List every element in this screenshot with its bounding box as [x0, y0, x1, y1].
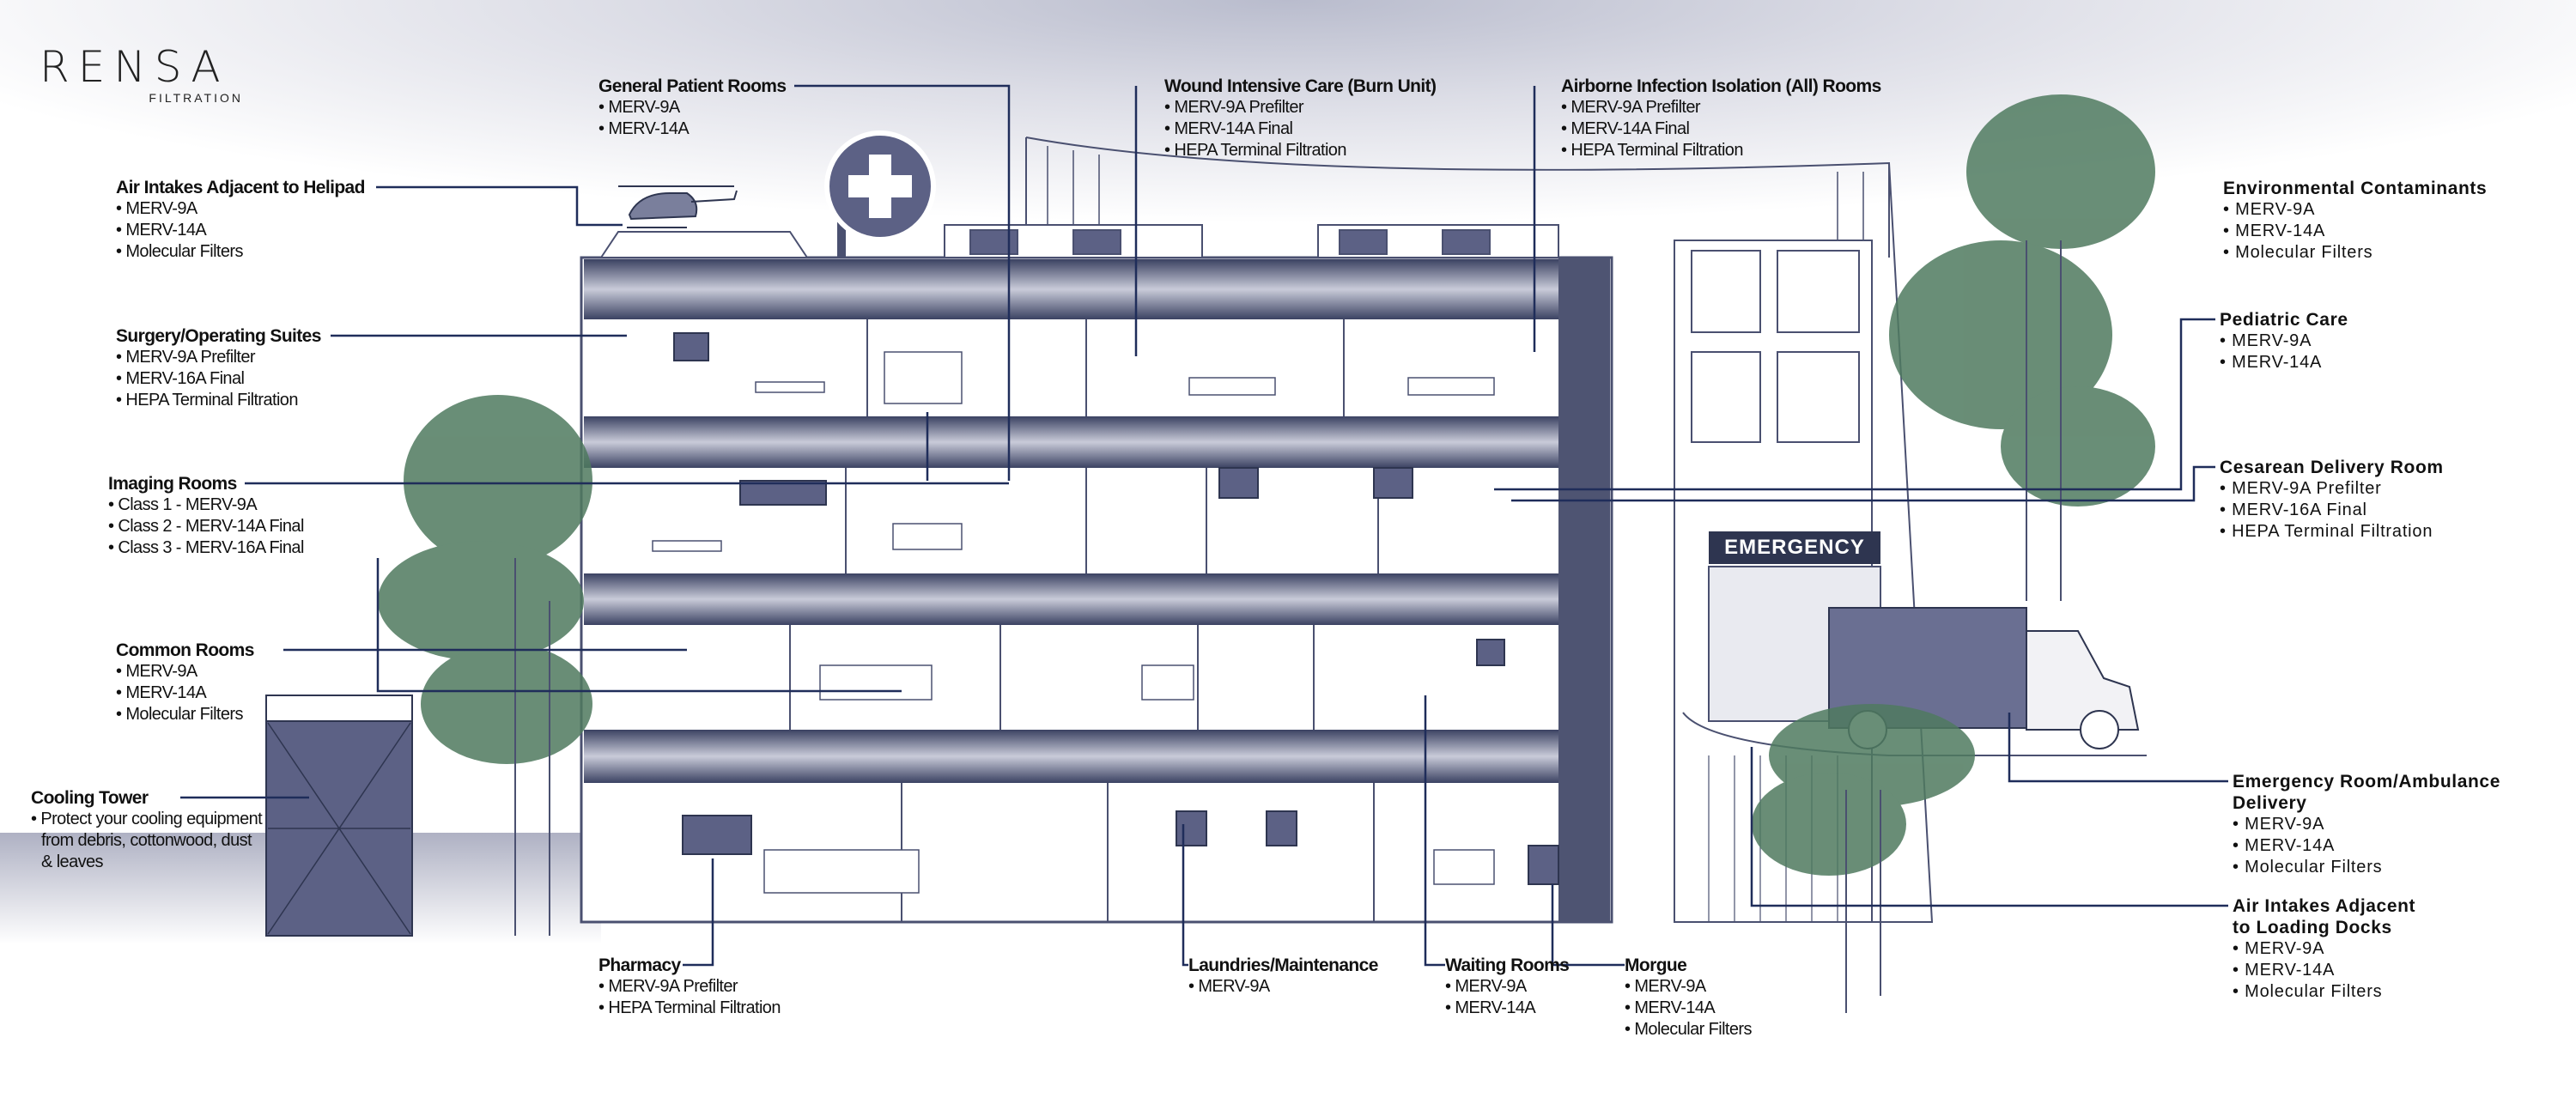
filter-item: Class 3 - MERV-16A Final [108, 537, 304, 559]
room-partitions [789, 319, 1379, 922]
callout-common-rooms: Common RoomsMERV-9AMERV-14AMolecular Fil… [116, 640, 254, 725]
filter-item: HEPA Terminal Filtration [1164, 140, 1436, 161]
callout-imaging-rooms: Imaging RoomsClass 1 - MERV-9AClass 2 - … [108, 473, 304, 559]
emergency-sign: EMERGENCY [1709, 531, 1880, 564]
callout-cesarean-delivery: Cesarean Delivery RoomMERV-9A PrefilterM… [2220, 457, 2444, 543]
callout-title: Environmental Contaminants [2223, 179, 2488, 198]
furniture [652, 351, 1495, 894]
callout-loading-docks: Air Intakes Adjacent to Loading DocksMER… [2233, 895, 2439, 1003]
filter-item: Molecular Filters [2233, 981, 2439, 1003]
filter-item: MERV-9A [1625, 976, 1752, 998]
filter-item: Molecular Filters [116, 704, 254, 725]
callout-title: Wound Intensive Care (Burn Unit) [1164, 76, 1437, 96]
helicopter [618, 185, 738, 228]
emergency-wing [1674, 240, 2147, 923]
hospital-cross-sign [824, 130, 936, 258]
filter-item: MERV-9A Prefilter [116, 347, 321, 368]
callout-title: Air Intakes Adjacent to Loading Docks [2233, 896, 2416, 937]
filter-item: Class 1 - MERV-9A [108, 494, 304, 516]
filter-item: Protect your cooling equipment from debr… [31, 809, 264, 873]
filter-item: MERV-14A [116, 682, 254, 704]
callout-waiting-rooms: Waiting RoomsMERV-9AMERV-14A [1445, 955, 1570, 1019]
callout-airborne-infection-isolation: Airborne Infection Isolation (All) Rooms… [1561, 76, 1881, 161]
callout-title: Morgue [1625, 955, 1687, 975]
callout-title: Pharmacy [598, 955, 681, 975]
logo-wordmark: RENSA [39, 42, 229, 92]
callout-title: Air Intakes Adjacent to Helipad [116, 178, 365, 197]
filter-item: MERV-14A [116, 220, 365, 241]
callout-title: Common Rooms [116, 640, 254, 660]
callout-title: Imaging Rooms [108, 474, 237, 494]
callout-title: Emergency Room/Ambulance Delivery [2233, 772, 2500, 813]
filter-item: MERV-14A [1625, 998, 1752, 1019]
roof [599, 224, 1559, 258]
filter-item: MERV-9A [2220, 331, 2348, 352]
callout-title: Airborne Infection Isolation (All) Rooms [1561, 76, 1881, 96]
filter-item: HEPA Terminal Filtration [2220, 521, 2444, 543]
filter-item: MERV-16A Final [2220, 500, 2444, 521]
callout-title: General Patient Rooms [598, 76, 787, 96]
filter-item: Molecular Filters [2233, 857, 2576, 878]
logo-subtitle: FILTRATION [149, 91, 243, 105]
filter-item: MERV-9A Prefilter [1561, 97, 1881, 118]
callout-title: Cesarean Delivery Room [2220, 458, 2444, 477]
callout-wound-intensive-care: Wound Intensive Care (Burn Unit)MERV-9A … [1164, 76, 1437, 161]
filter-item: MERV-9A [116, 198, 365, 220]
filter-item: MERV-14A Final [1164, 118, 1436, 140]
filter-item: MERV-14A [2233, 960, 2439, 981]
filter-item: Molecular Filters [1625, 1019, 1752, 1040]
filter-item: MERV-9A [2233, 938, 2439, 960]
filter-item: MERV-9A Prefilter [1164, 97, 1436, 118]
callout-pharmacy: PharmacyMERV-9A PrefilterHEPA Terminal F… [598, 955, 781, 1019]
leader-lines [180, 84, 2228, 967]
callout-morgue: MorgueMERV-9AMERV-14AMolecular Filters [1625, 955, 1752, 1040]
callout-surgery-suites: Surgery/Operating SuitesMERV-9A Prefilte… [116, 325, 321, 411]
filter-item: MERV-9A [116, 661, 254, 682]
callout-emergency-room: Emergency Room/Ambulance DeliveryMERV-9A… [2233, 771, 2576, 878]
filter-item: MERV-14A [2223, 221, 2487, 242]
filter-item: MERV-9A [1445, 976, 1569, 998]
callout-cooling-tower: Cooling TowerProtect your cooling equipm… [31, 787, 264, 873]
filter-item: MERV-16A Final [116, 368, 321, 390]
filter-item: MERV-9A Prefilter [2220, 478, 2444, 500]
filter-item: MERV-14A Final [1561, 118, 1881, 140]
filter-item: HEPA Terminal Filtration [116, 390, 321, 411]
filter-item: MERV-14A [2220, 352, 2348, 373]
callout-general-patient-rooms: General Patient RoomsMERV-9AMERV-14A [598, 76, 787, 140]
callout-pediatric-care: Pediatric CareMERV-9AMERV-14A [2220, 309, 2348, 373]
callout-title: Waiting Rooms [1445, 955, 1570, 975]
main-building [580, 256, 1613, 924]
tree-trunks [514, 240, 2062, 1013]
filter-item: HEPA Terminal Filtration [1561, 140, 1881, 161]
filter-item: MERV-14A [2233, 835, 2576, 857]
filter-item: MERV-14A [598, 118, 786, 140]
filter-item: Molecular Filters [116, 241, 365, 263]
cooling-tower [265, 695, 413, 937]
callout-title: Laundries/Maintenance [1188, 955, 1378, 975]
filter-item: MERV-9A Prefilter [598, 976, 781, 998]
callout-title: Pediatric Care [2220, 310, 2348, 330]
filter-item: MERV-9A [598, 97, 786, 118]
filter-item: MERV-9A [1188, 976, 1378, 998]
callout-title: Cooling Tower [31, 788, 149, 808]
filter-item: Molecular Filters [2223, 242, 2487, 264]
floor-slabs-ducts [584, 259, 1558, 783]
filter-item: HEPA Terminal Filtration [598, 998, 781, 1019]
filter-item: MERV-14A [1445, 998, 1569, 1019]
callout-environmental-contaminants: Environmental ContaminantsMERV-9AMERV-14… [2223, 178, 2487, 264]
filter-item: MERV-9A [2223, 199, 2487, 221]
rensa-logo: RENSA FILTRATION [39, 43, 250, 105]
filter-item: MERV-9A [2233, 814, 2576, 835]
trees [378, 94, 2155, 876]
callout-air-intakes-helipad: Air Intakes Adjacent to HelipadMERV-9AME… [116, 177, 365, 263]
callout-laundries-maintenance: Laundries/MaintenanceMERV-9A [1188, 955, 1378, 998]
filter-panels [673, 332, 1559, 885]
callout-title: Surgery/Operating Suites [116, 326, 321, 346]
filter-item: Class 2 - MERV-14A Final [108, 516, 304, 537]
